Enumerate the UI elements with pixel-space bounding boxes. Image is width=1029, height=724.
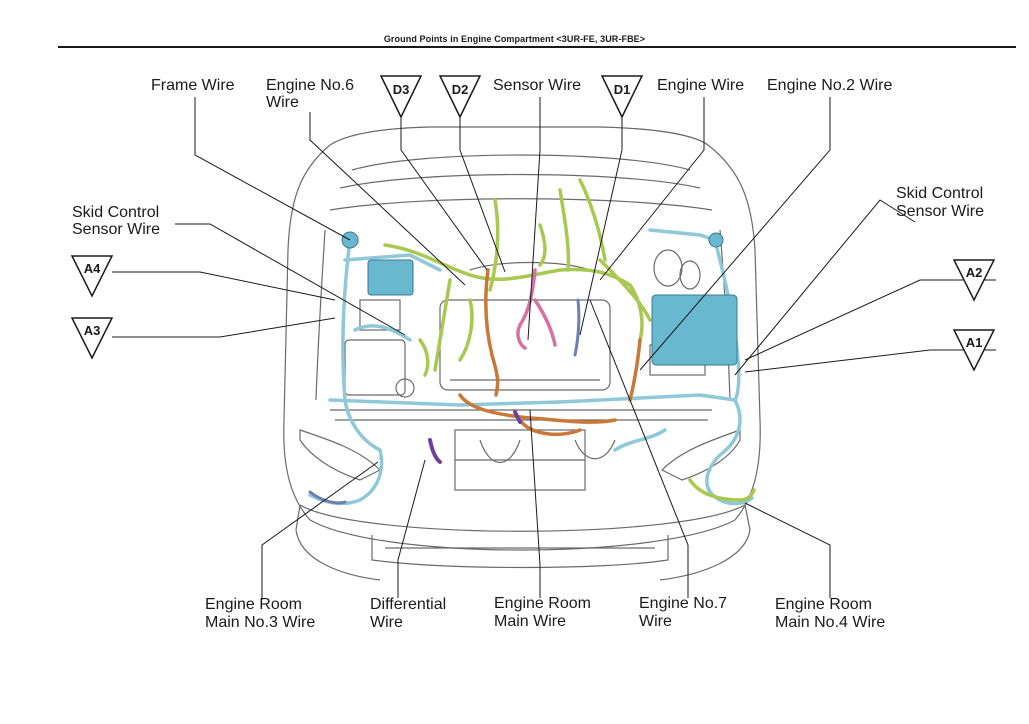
label-erm-no4-line1: Engine Room <box>775 596 872 613</box>
label-engine-no7-line1: Engine No.7 <box>639 595 728 612</box>
ground-point-a2: A2 <box>952 259 996 302</box>
label-engine-no2-wire: Engine No.2 Wire <box>767 77 893 94</box>
ground-point-a3: A3 <box>70 317 114 360</box>
page-title: Ground Points in Engine Compartment <3UR… <box>383 34 646 44</box>
ground-point-d3: D3 <box>379 75 423 119</box>
label-skid-control-right-line1: Skid Control <box>896 185 984 202</box>
label-skid-control-left-line2: Sensor Wire <box>72 221 161 238</box>
label-frame-wire: Frame Wire <box>151 77 235 94</box>
label-engine-no6-wire-line1: Engine No.6 <box>266 77 355 94</box>
ground-point-a2-label: A2 <box>966 265 983 280</box>
label-skid-control-left-line1: Skid Control <box>72 204 160 221</box>
label-engine-wire: Engine Wire <box>657 77 745 94</box>
ground-point-d1: D1 <box>600 75 644 119</box>
harness-pink <box>516 268 557 350</box>
label-sensor-wire: Sensor Wire <box>493 77 582 94</box>
label-differential-line2: Wire <box>370 614 403 631</box>
ground-point-a1-label: A1 <box>966 335 983 350</box>
harness-green <box>383 178 756 502</box>
label-erm-no4-line2: Main No.4 Wire <box>775 614 886 631</box>
label-skid-control-right-line2: Sensor Wire <box>896 203 985 220</box>
harness-slate <box>308 298 581 505</box>
ground-point-d3-label: D3 <box>393 82 410 97</box>
ground-point-a4-label: A4 <box>84 261 101 276</box>
harness-purple <box>428 410 522 464</box>
ground-point-a3-label: A3 <box>84 323 101 338</box>
label-differential-line1: Differential <box>370 596 447 613</box>
ground-point-d2-label: D2 <box>452 82 469 97</box>
ground-point-a4: A4 <box>70 255 114 298</box>
vehicle-outline <box>283 126 761 581</box>
header-rule <box>58 46 1016 48</box>
label-engine-no6-wire-line2: Wire <box>266 94 299 111</box>
ground-point-d1-label: D1 <box>614 82 631 97</box>
leader-lines <box>112 97 996 600</box>
label-erm-no3-line2: Main No.3 Wire <box>205 614 316 631</box>
ground-point-d2: D2 <box>438 75 482 119</box>
component-blue <box>341 231 738 366</box>
label-engine-no7-line2: Wire <box>639 613 672 630</box>
label-erm-main-line2: Main Wire <box>494 613 567 630</box>
ground-point-a1: A1 <box>952 329 996 372</box>
label-erm-no3-line1: Engine Room <box>205 596 302 613</box>
label-erm-main-line1: Engine Room <box>494 595 591 612</box>
